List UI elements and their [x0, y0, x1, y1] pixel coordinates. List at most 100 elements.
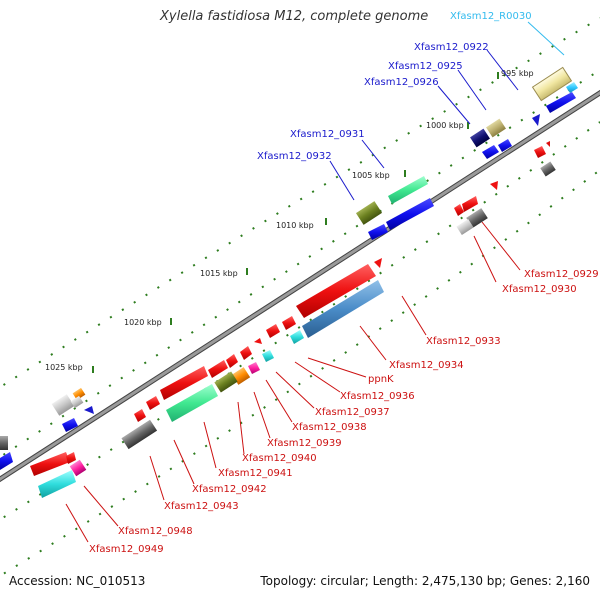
gene-label[interactable]: Xfasm12_0922 [414, 42, 489, 53]
gene-feature[interactable] [30, 452, 70, 476]
leader-line [361, 139, 385, 169]
gene-feature[interactable] [51, 394, 75, 416]
scale-tick-label: 1025 kbp [45, 363, 83, 372]
gene-label[interactable]: Xfasm12_0929 [524, 269, 599, 280]
gene-label[interactable]: Xfasm12_0937 [315, 407, 390, 418]
gene-feature[interactable] [532, 114, 540, 126]
gene-feature[interactable] [262, 350, 274, 362]
forward-strand-genes[interactable] [0, 66, 578, 470]
gene-feature[interactable] [531, 66, 573, 102]
gene-feature[interactable] [70, 395, 84, 409]
gene-label[interactable]: Xfasm12_0932 [257, 151, 332, 162]
gene-label[interactable]: Xfasm12_0940 [242, 453, 317, 464]
reverse-strand-genes[interactable] [30, 141, 556, 498]
gene-feature[interactable] [266, 324, 280, 338]
gene-label[interactable]: Xfasm12_0942 [192, 484, 267, 495]
gene-feature[interactable] [248, 362, 260, 374]
gene-feature[interactable] [355, 201, 383, 225]
gene-feature[interactable] [386, 198, 434, 230]
gene-feature[interactable] [146, 396, 160, 410]
gene-feature[interactable] [486, 118, 506, 138]
leader-line [65, 503, 89, 543]
gene-label[interactable]: Xfasm12_R0030 [450, 11, 532, 22]
leader-line [486, 49, 519, 91]
gene-feature[interactable] [208, 360, 228, 378]
gene-feature[interactable] [482, 145, 499, 159]
gene-feature[interactable] [290, 330, 304, 344]
gene-feature[interactable] [534, 146, 546, 158]
leader-line [481, 221, 521, 271]
leader-line [329, 160, 355, 201]
leader-line [275, 371, 315, 409]
gene-label[interactable]: Xfasm12_0941 [218, 468, 293, 479]
gene-label[interactable]: Xfasm12_0933 [426, 336, 501, 347]
gene-feature[interactable] [0, 436, 8, 450]
scale-ticks: 995 kbp 1000 kbp 1005 kbp 1010 kbp 1015 … [45, 69, 534, 373]
gene-feature[interactable] [240, 346, 252, 360]
gene-label[interactable]: Xfasm12_0949 [89, 544, 164, 555]
leader-line [457, 69, 487, 111]
gene-feature[interactable] [466, 208, 488, 228]
gene-feature[interactable] [254, 338, 262, 344]
gene-feature[interactable] [214, 371, 238, 393]
scale-tick: 1015 kbp [200, 268, 248, 278]
scale-tick-label: 995 kbp [501, 69, 534, 78]
gene-feature[interactable] [66, 452, 76, 464]
gene-label[interactable]: ppnK [368, 374, 394, 385]
gene-feature[interactable] [454, 204, 464, 216]
gene-label[interactable]: Xfasm12_0931 [290, 129, 365, 140]
scale-tick-label: 1005 kbp [352, 171, 390, 180]
leader-line [359, 325, 387, 361]
gene-feature[interactable] [38, 470, 76, 498]
scale-tick-label: 1015 kbp [200, 269, 238, 278]
gene-feature[interactable] [134, 409, 146, 422]
gene-feature[interactable] [84, 406, 94, 414]
gene-label[interactable]: Xfasm12_0938 [292, 422, 367, 433]
gene-feature[interactable] [462, 196, 478, 212]
gene-feature[interactable] [121, 419, 158, 450]
leader-line [294, 361, 341, 393]
scale-tick: 1020 kbp [124, 318, 172, 327]
gene-feature[interactable] [374, 258, 382, 268]
leader-line [173, 439, 195, 485]
gene-label[interactable]: Xfasm12_0925 [388, 61, 463, 72]
gene-label[interactable]: Xfasm12_0926 [364, 77, 439, 88]
gene-feature[interactable] [470, 128, 490, 148]
gene-feature[interactable] [490, 181, 498, 190]
gene-feature[interactable] [69, 459, 87, 477]
gene-feature[interactable] [388, 176, 428, 204]
gene-feature[interactable] [546, 141, 550, 147]
gene-feature[interactable] [282, 316, 296, 330]
gene-label[interactable]: Xfasm12_0948 [118, 526, 193, 537]
gene-label[interactable]: Xfasm12_0934 [389, 360, 464, 371]
gene-feature[interactable] [296, 264, 376, 318]
gene-feature[interactable] [540, 161, 556, 177]
gene-feature[interactable] [72, 387, 86, 401]
gene-feature[interactable] [62, 418, 78, 432]
scale-tick: 1025 kbp [45, 363, 94, 373]
gene-feature[interactable] [160, 366, 208, 400]
gene-feature[interactable] [0, 452, 13, 470]
gene-label[interactable]: Xfasm12_0930 [502, 284, 577, 295]
leader-line [237, 401, 245, 455]
gene-feature[interactable] [498, 139, 512, 152]
leader-line [149, 455, 165, 501]
gene-feature[interactable] [546, 92, 576, 113]
gene-feature[interactable] [166, 384, 218, 422]
leader-line [203, 421, 217, 469]
gene-feature[interactable] [456, 218, 474, 236]
gene-label[interactable]: Xfasm12_0943 [164, 501, 239, 512]
scale-tick-label: 1010 kbp [276, 221, 314, 230]
gene-feature[interactable] [566, 82, 578, 93]
gene-labels: Xfasm12_R0030 Xfasm12_0922 Xfasm12_0925 … [89, 11, 599, 555]
gene-feature[interactable] [226, 354, 238, 368]
leader-line [473, 235, 497, 283]
gene-feature[interactable] [302, 280, 384, 338]
gene-label[interactable]: Xfasm12_0936 [340, 391, 415, 402]
gene-label[interactable]: Xfasm12_0939 [267, 438, 342, 449]
gene-feature[interactable] [368, 224, 388, 240]
scale-tick: 1000 kbp [426, 121, 469, 130]
scale-tick: 1010 kbp [276, 218, 327, 230]
